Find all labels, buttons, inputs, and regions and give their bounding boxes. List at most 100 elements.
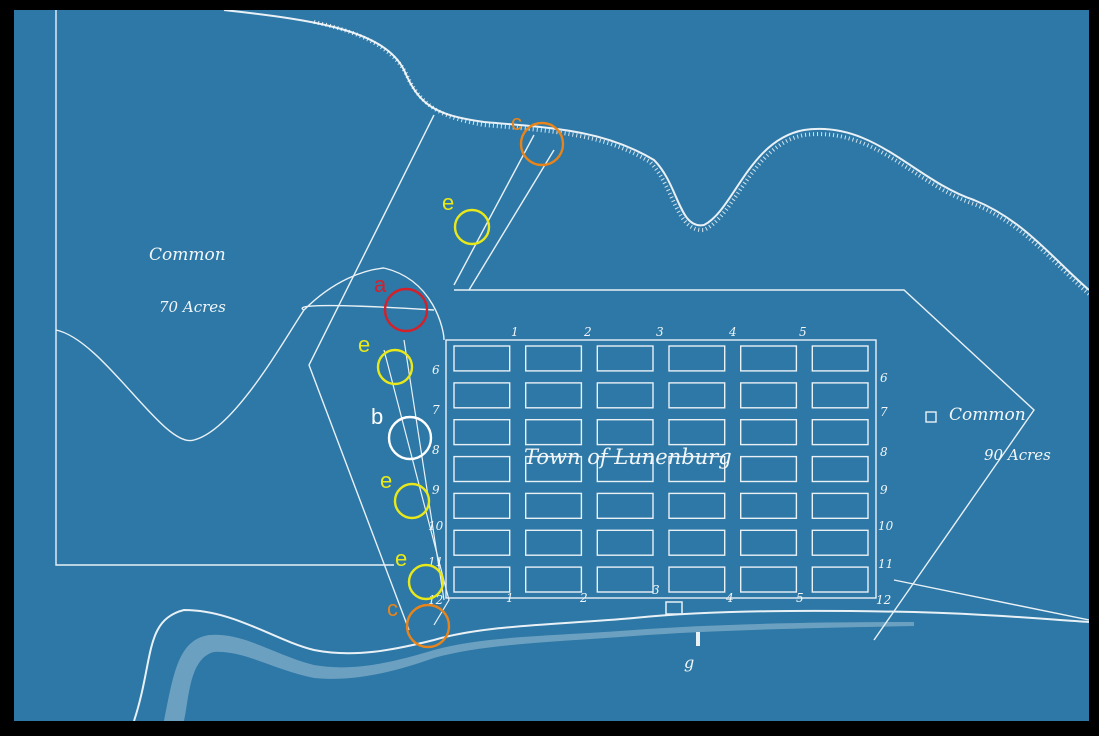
bottom-number: 2 xyxy=(579,591,588,605)
marker-a: a xyxy=(374,272,429,333)
town-block xyxy=(453,419,511,446)
marker-e-4: e xyxy=(395,546,445,601)
town-block xyxy=(740,566,798,593)
top-number: 1 xyxy=(511,325,519,339)
bottom-letter-label: g xyxy=(684,653,694,672)
town-block xyxy=(668,492,726,519)
marker-circle xyxy=(387,415,433,461)
town-grid xyxy=(445,339,877,599)
marker-letter: b xyxy=(371,404,383,429)
left-number: 8 xyxy=(432,443,440,457)
marker-c-bottom: c xyxy=(387,596,451,649)
left-number: 10 xyxy=(428,519,444,533)
town-block xyxy=(453,566,511,593)
town-block xyxy=(740,382,798,409)
marker-letter: e xyxy=(395,546,407,571)
marker-letter: e xyxy=(442,190,454,215)
town-block xyxy=(811,382,869,409)
top-number: 3 xyxy=(656,325,664,339)
town-block xyxy=(525,455,583,483)
shore-speckle-north xyxy=(313,20,1089,296)
annotation-markers: c e a e b xyxy=(358,110,565,649)
town-block xyxy=(811,345,869,372)
top-number: 5 xyxy=(799,325,807,339)
marker-letter: c xyxy=(511,110,522,135)
town-block xyxy=(811,566,869,593)
coastline-north xyxy=(223,10,1089,291)
town-block xyxy=(740,492,798,519)
bottom-number: 1 xyxy=(506,591,514,605)
right-number: 6 xyxy=(880,371,888,385)
right-number: 9 xyxy=(880,483,888,497)
town-block xyxy=(596,492,654,519)
town-block xyxy=(525,382,583,409)
town-block xyxy=(740,529,798,556)
marker-letter: a xyxy=(374,272,387,297)
boundary-lines xyxy=(55,10,1089,641)
town-block xyxy=(525,566,583,593)
post-marker xyxy=(696,632,700,646)
acres-left-label: 70 Acres xyxy=(159,298,226,316)
marker-e-1: e xyxy=(442,190,491,246)
left-number: 9 xyxy=(432,483,440,497)
town-block xyxy=(525,345,583,372)
town-label: Town of Lunenburg xyxy=(524,445,732,469)
town-block xyxy=(453,529,511,556)
town-block xyxy=(811,455,869,483)
left-number: 12 xyxy=(428,593,443,607)
marker-circle xyxy=(407,563,445,601)
town-block xyxy=(740,345,798,372)
left-number: 7 xyxy=(432,403,440,417)
town-block xyxy=(668,419,726,446)
bottom-number: 3 xyxy=(652,583,660,597)
town-block xyxy=(668,529,726,556)
town-block xyxy=(525,492,583,519)
town-block xyxy=(453,455,511,483)
landing-structure xyxy=(665,601,683,615)
right-number: 12 xyxy=(876,593,891,607)
coastline-south xyxy=(133,608,1089,721)
town-block xyxy=(811,419,869,446)
common-right-label: Common xyxy=(949,405,1026,425)
left-number: 6 xyxy=(432,363,440,377)
town-block xyxy=(811,492,869,519)
town-block xyxy=(596,382,654,409)
town-block xyxy=(453,345,511,372)
marker-b: b xyxy=(371,404,433,461)
marker-circle xyxy=(453,208,491,246)
marker-letter: c xyxy=(387,596,398,621)
marker-c-top: c xyxy=(511,110,565,167)
top-number: 2 xyxy=(583,325,592,339)
town-block xyxy=(668,455,726,483)
marker-circle xyxy=(519,121,565,167)
town-block xyxy=(596,529,654,556)
town-block xyxy=(453,492,511,519)
town-block xyxy=(596,345,654,372)
town-block xyxy=(596,419,654,446)
road-strip xyxy=(383,339,450,626)
right-number: 7 xyxy=(880,405,888,419)
town-block xyxy=(811,529,869,556)
bottom-number: 4 xyxy=(725,591,734,605)
town-block xyxy=(668,566,726,593)
town-block xyxy=(740,455,798,483)
gate-structure xyxy=(925,411,937,423)
marker-circle xyxy=(405,603,451,649)
marker-e-2: e xyxy=(358,332,414,386)
shore-speckle-south xyxy=(164,622,914,721)
common-left-label: Common xyxy=(149,245,226,265)
town-block xyxy=(596,566,654,593)
town-block xyxy=(668,345,726,372)
blueprint-map: 1 2 3 4 5 6 7 8 9 10 11 12 6 7 8 9 10 11… xyxy=(14,10,1089,721)
town-block xyxy=(596,455,654,483)
town-block xyxy=(740,419,798,446)
marker-circle xyxy=(393,482,431,520)
marker-letter: e xyxy=(358,332,370,357)
acres-right-label: 90 Acres xyxy=(984,446,1051,464)
marker-circle xyxy=(376,348,414,386)
right-number: 8 xyxy=(880,445,888,459)
marker-letter: e xyxy=(380,468,392,493)
marker-circle xyxy=(383,287,429,333)
marker-e-3: e xyxy=(380,468,431,520)
